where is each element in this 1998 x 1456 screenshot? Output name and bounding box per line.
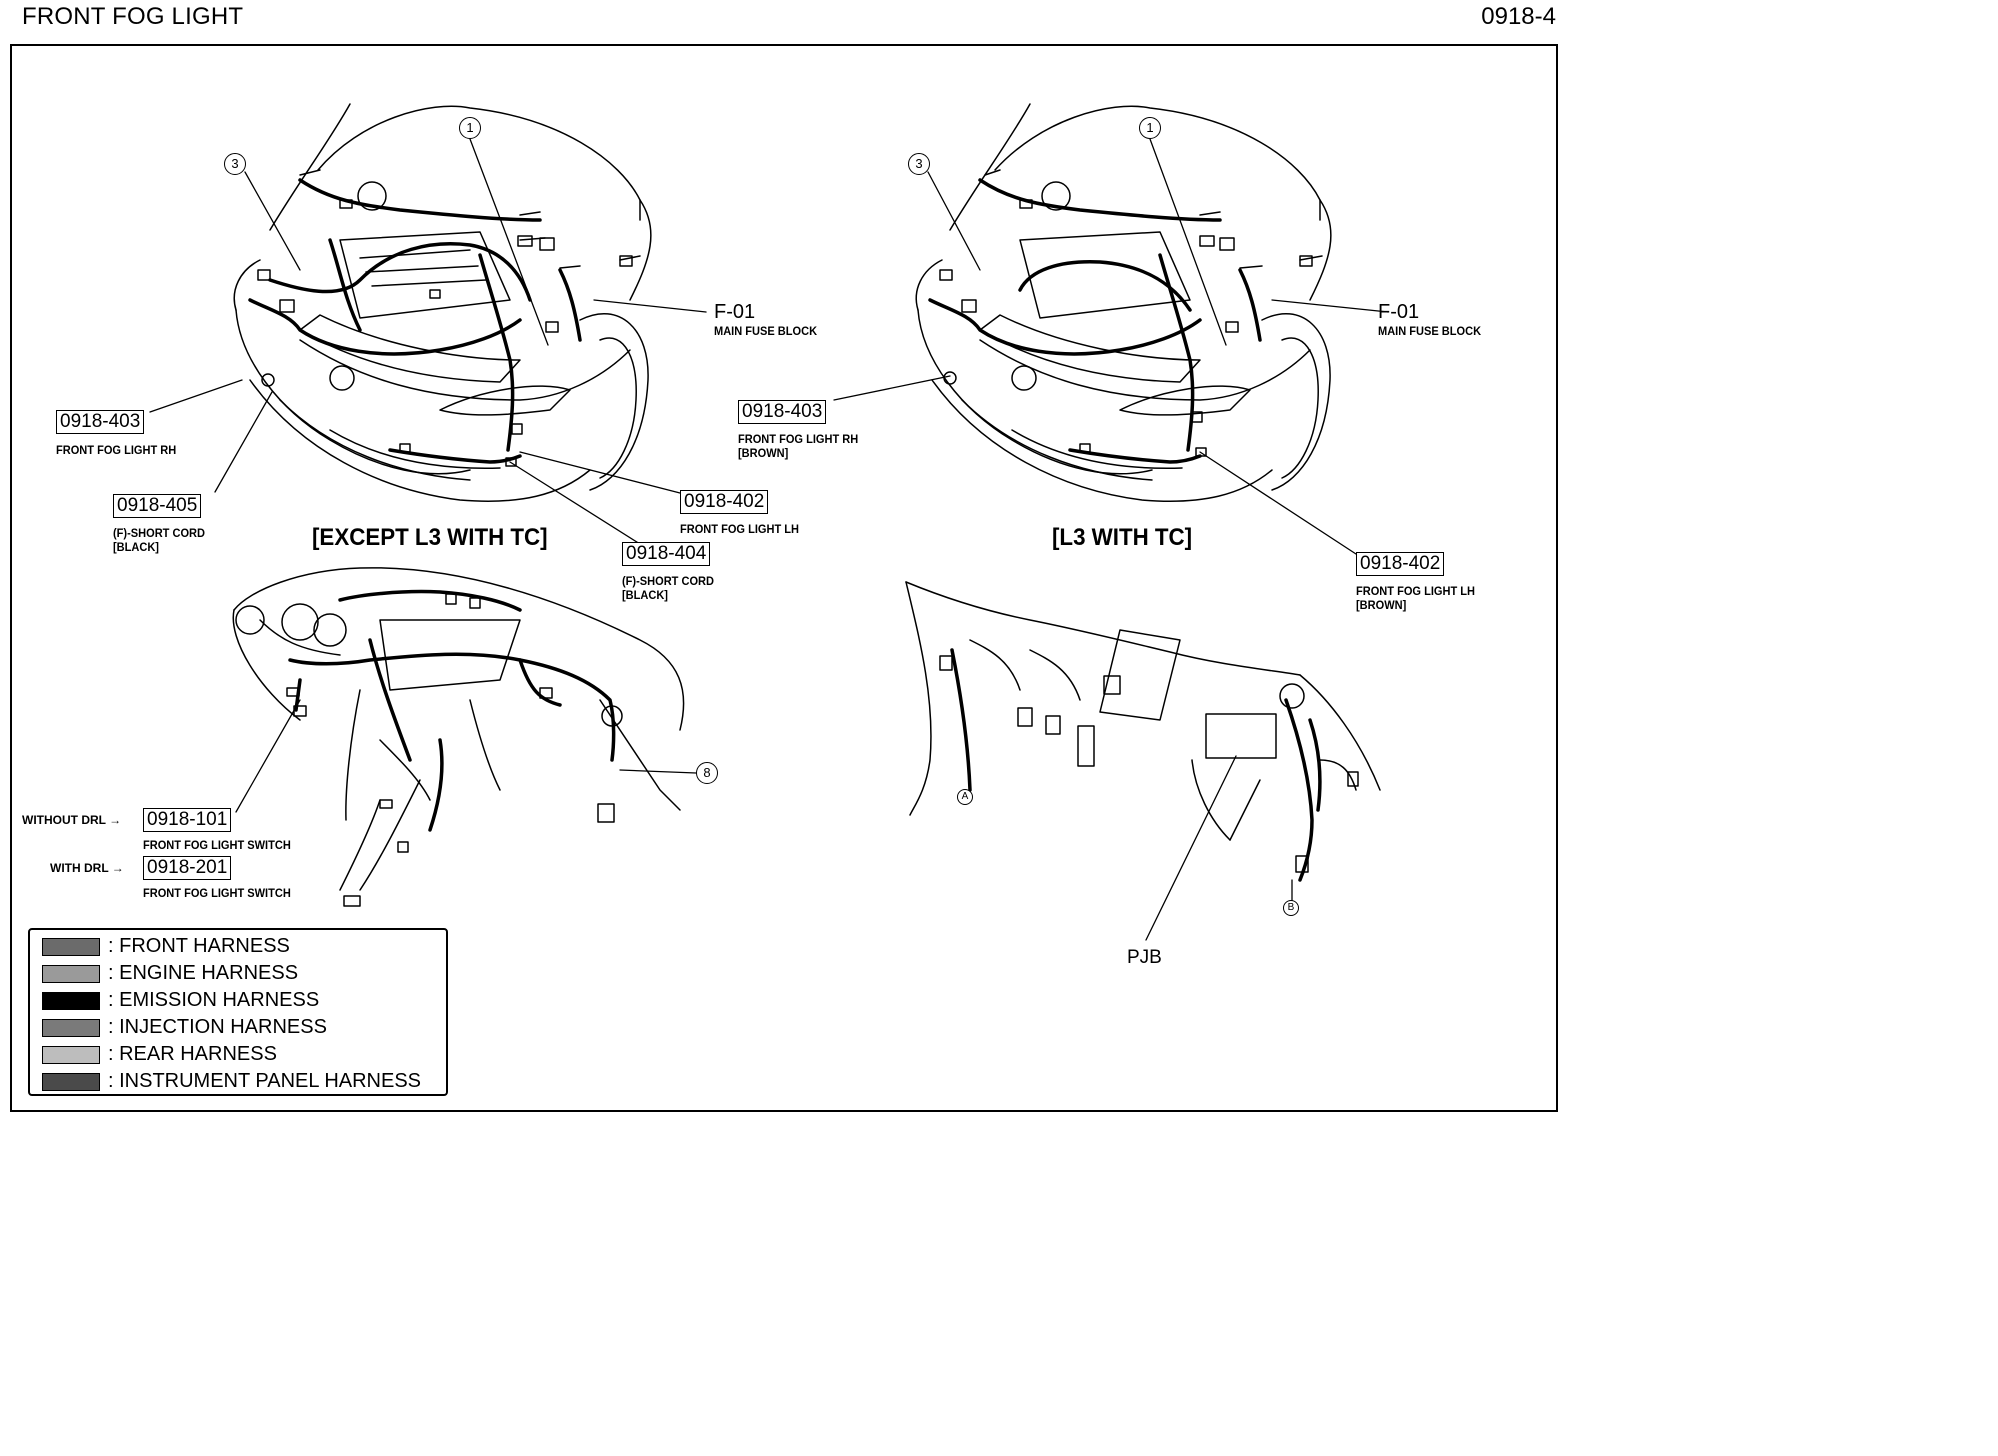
connector-code-sw-201: 0918-201 — [143, 856, 232, 880]
connector-desc-line: [BLACK] — [113, 540, 159, 554]
right-engine-harness — [928, 178, 1262, 464]
connector-desc-line: FRONT FOG LIGHT SWITCH — [143, 838, 291, 852]
right-instrument-panel-thin — [939, 639, 1359, 873]
connector-code-sw-101: 0918-101 — [143, 808, 232, 832]
connector-desc-line: (F)-SHORT CORD — [113, 526, 205, 540]
connector-code-left-404: 0918-404 — [622, 542, 711, 566]
switch-prefix-201: WITH DRL → — [50, 861, 124, 875]
page-title: FRONT FOG LIGHT — [22, 3, 244, 30]
connector-desc-line: FRONT FOG LIGHT RH — [738, 432, 859, 446]
left-instrument-panel-drawing — [232, 567, 685, 821]
connector-desc-line: FRONT FOG LIGHT SWITCH — [143, 886, 291, 900]
connector-code-right-403: 0918-403 — [738, 400, 827, 424]
left-engine-harness-thin — [257, 169, 641, 467]
pjb-label: PJB — [1127, 947, 1162, 968]
diagram-frame — [10, 44, 1558, 1112]
leader-lines — [149, 138, 1389, 941]
legend-label: : EMISSION HARNESS — [108, 989, 320, 1011]
legend-swatch — [42, 937, 100, 956]
connector-desc-left-404: (F)-SHORT CORD [BLACK] — [622, 574, 714, 602]
connector-desc-line: FRONT FOG LIGHT LH — [680, 522, 799, 536]
harness-legend: : FRONT HARNESS : ENGINE HARNESS : EMISS… — [28, 928, 448, 1096]
legend-row: : INSTRUMENT PANEL HARNESS — [42, 1068, 446, 1095]
page-code: 0918-4 — [1481, 3, 1556, 30]
legend-swatch — [42, 991, 100, 1010]
callout-b: B — [1283, 900, 1299, 916]
left-instrument-panel-harness — [288, 589, 616, 832]
legend-row: : FRONT HARNESS — [42, 933, 446, 960]
connector-code-left-403: 0918-403 — [56, 410, 145, 434]
right-engine-harness-thin — [939, 169, 1323, 457]
legend-swatch — [42, 964, 100, 983]
callout-8: 8 — [696, 762, 718, 784]
legend-row: : INJECTION HARNESS — [42, 1014, 446, 1041]
right-instrument-panel-harness — [950, 648, 1322, 882]
connector-desc-left-402: FRONT FOG LIGHT LH — [680, 522, 799, 536]
legend-label: : ENGINE HARNESS — [108, 962, 299, 984]
legend-swatch — [42, 1045, 100, 1064]
connector-desc-line: [BROWN] — [738, 446, 789, 460]
legend-label: : INJECTION HARNESS — [108, 1016, 327, 1038]
legend-row: : REAR HARNESS — [42, 1041, 446, 1068]
connector-code-right-402: 0918-402 — [1356, 552, 1445, 576]
left-engine-bay-drawing — [233, 103, 652, 502]
connector-desc-line: FRONT FOG LIGHT RH — [56, 443, 177, 457]
fuse-block-code-right: F-01 — [1378, 301, 1420, 323]
connector-desc-line: [BROWN] — [1356, 598, 1407, 612]
legend-row: : ENGINE HARNESS — [42, 960, 446, 987]
left-engine-harness — [248, 178, 582, 464]
fuse-block-desc-right: MAIN FUSE BLOCK — [1378, 324, 1482, 338]
connector-desc-right-403: FRONT FOG LIGHT RH [BROWN] — [738, 432, 858, 460]
wiring-illustration — [149, 103, 1389, 941]
view-caption-left: [EXCEPT L3 WITH TC] — [312, 524, 548, 551]
legend-row: : EMISSION HARNESS — [42, 987, 446, 1014]
legend-label: : INSTRUMENT PANEL HARNESS — [108, 1070, 422, 1092]
fuse-block-desc-left: MAIN FUSE BLOCK — [714, 324, 818, 338]
connector-code-left-405: 0918-405 — [113, 494, 202, 518]
right-instrument-panel-drawing — [905, 581, 1381, 841]
legend-label: : FRONT HARNESS — [108, 935, 290, 957]
view-caption-right: [L3 WITH TC] — [1052, 524, 1193, 551]
left-instrument-panel-thin — [286, 593, 615, 907]
connector-desc-left-405: (F)-SHORT CORD [BLACK] — [113, 526, 205, 554]
legend-label: : REAR HARNESS — [108, 1043, 277, 1065]
callout-3-left: 3 — [224, 153, 246, 175]
fuse-block-code-left: F-01 — [714, 301, 756, 323]
legend-swatch — [42, 1018, 100, 1037]
connector-code-left-402: 0918-402 — [680, 490, 769, 514]
connector-desc-left-403: FRONT FOG LIGHT RH — [56, 443, 176, 457]
connector-desc-right-402: FRONT FOG LIGHT LH [BROWN] — [1356, 584, 1475, 612]
right-engine-bay-drawing — [915, 103, 1332, 502]
callout-1-right: 1 — [1139, 117, 1161, 139]
switch-prefix-101: WITHOUT DRL → — [22, 813, 122, 827]
connector-desc-line: FRONT FOG LIGHT LH — [1356, 584, 1475, 598]
connector-desc-sw-201: FRONT FOG LIGHT SWITCH — [143, 886, 291, 900]
callout-a: A — [957, 789, 973, 805]
connector-desc-line: (F)-SHORT CORD — [622, 574, 714, 588]
connector-desc-line: [BLACK] — [622, 588, 668, 602]
legend-swatch — [42, 1072, 100, 1091]
callout-1-left: 1 — [459, 117, 481, 139]
connector-desc-sw-101: FRONT FOG LIGHT SWITCH — [143, 838, 291, 852]
callout-3-right: 3 — [908, 153, 930, 175]
